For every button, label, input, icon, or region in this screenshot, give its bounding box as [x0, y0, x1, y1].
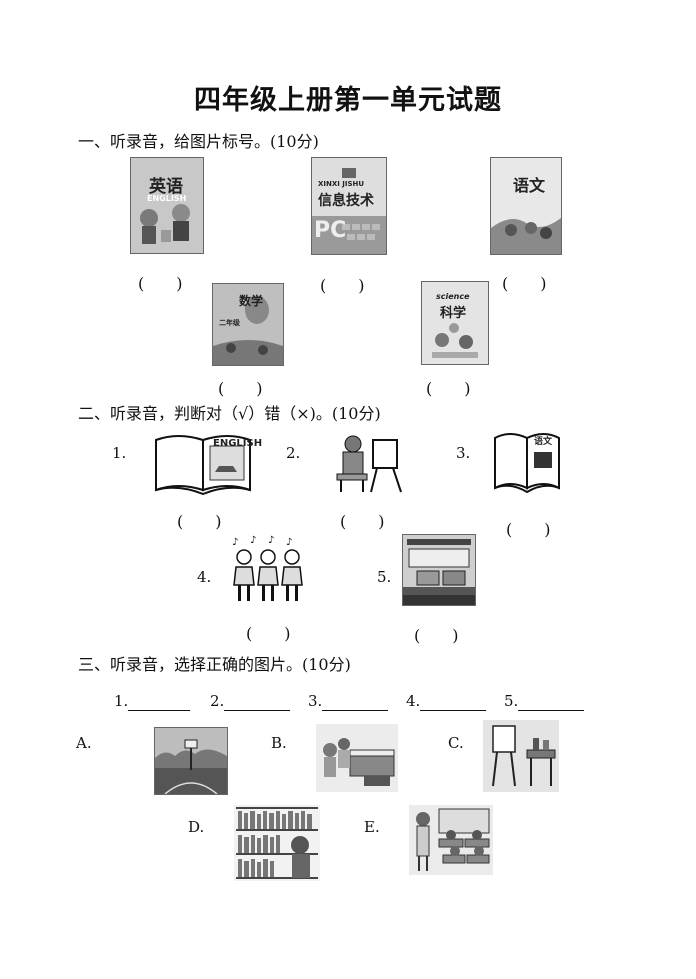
answer-blank-2[interactable]: 2. [210, 692, 291, 711]
answer-paren-1-4: ( ) [218, 379, 263, 398]
answer-paren-1-2: ( ) [320, 276, 365, 295]
item2-5-number: 5. [377, 568, 392, 586]
blank-2-label: 2. [210, 692, 225, 710]
english-book-subtitle: ENGLISH [147, 194, 187, 203]
easel-painting-icon [336, 435, 402, 493]
it-book-cover: XINXI JISHU 信息技术 PC [311, 157, 387, 255]
blank-5-line[interactable] [518, 692, 585, 711]
item2-1-number: 1. [112, 444, 127, 462]
art-room-picture [483, 720, 559, 792]
science-book-cover: science 科学 [421, 281, 489, 365]
blank-5-label: 5. [504, 692, 519, 710]
chinese-book-title: 语文 [513, 176, 546, 195]
it-book-title: 信息技术 [318, 193, 374, 209]
art-room-icon [483, 720, 559, 792]
open-book-icon [155, 435, 251, 496]
blank-3-label: 3. [308, 692, 323, 710]
chinese-book-illustration [491, 158, 561, 254]
answer-paren-2-3: ( ) [506, 520, 551, 539]
it-book-pinyin: XINXI JISHU [318, 180, 365, 188]
option-a-letter: A. [76, 734, 92, 752]
blank-3-line[interactable] [322, 692, 389, 711]
answer-paren-2-1: ( ) [177, 512, 222, 531]
blank-4-label: 4. [406, 692, 421, 710]
item2-3-number: 3. [456, 444, 471, 462]
answer-blank-1[interactable]: 1. [114, 692, 191, 711]
painting-child-picture [333, 430, 405, 496]
open-book-chinese-icon [494, 433, 560, 494]
answer-paren-1-3: ( ) [502, 274, 547, 293]
answer-blank-5[interactable]: 5. [504, 692, 585, 711]
answer-blank-4[interactable]: 4. [406, 692, 487, 711]
it-book-illustration [312, 158, 386, 254]
option-d-letter: D. [188, 818, 205, 836]
open-book-english-label: ENGLISH [213, 438, 263, 449]
answer-paren-2-4: ( ) [246, 624, 291, 643]
chinese-book-open-picture: 语文 [492, 430, 562, 494]
section1-heading: 一、听录音，给图片标号。(10分) [78, 132, 319, 151]
page-title: 四年级上册第一单元试题 [194, 85, 502, 116]
svg-text:♪: ♪ [232, 537, 238, 548]
svg-text:♪: ♪ [250, 535, 256, 546]
item2-4-number: 4. [197, 568, 212, 586]
blank-1-label: 1. [114, 692, 129, 710]
classroom-picture [409, 805, 493, 875]
answer-paren-1-5: ( ) [426, 379, 471, 398]
answer-paren-2-2: ( ) [340, 512, 385, 531]
svg-text:♪: ♪ [268, 535, 274, 546]
item2-2-number: 2. [286, 444, 301, 462]
math-book-title: 数学 [239, 294, 264, 308]
math-book-grade: 二年级 [219, 319, 240, 327]
open-book-chinese-label: 语文 [534, 437, 553, 447]
option-e-letter: E. [364, 818, 380, 836]
singing-children-icon: ♪ ♪ ♪ ♪ [232, 535, 303, 601]
english-book-open-picture: ENGLISH [153, 432, 262, 496]
option-c-letter: C. [448, 734, 464, 752]
music-room-picture [316, 724, 398, 792]
english-book-cover: 英语 ENGLISH [130, 157, 204, 254]
basketball-court-icon [155, 728, 227, 794]
blank-2-line[interactable] [224, 692, 291, 711]
math-book-cover: 数学 二年级 [212, 283, 284, 366]
section2-heading: 二、听录音，判断对（√）错（×)。(10分) [78, 404, 381, 423]
answer-paren-1-1: ( ) [138, 274, 183, 293]
english-book-title: 英语 [149, 177, 183, 197]
answer-paren-2-5: ( ) [414, 626, 459, 645]
blank-1-line[interactable] [128, 692, 191, 711]
option-b-letter: B. [271, 734, 287, 752]
computer-room-icon [403, 535, 475, 605]
music-room-icon [316, 724, 398, 792]
answer-blank-3[interactable]: 3. [308, 692, 389, 711]
blank-4-line[interactable] [420, 692, 487, 711]
basketball-court-picture [154, 727, 228, 795]
singing-children-picture: ♪ ♪ ♪ ♪ [228, 535, 310, 607]
math-book-illustration [213, 284, 283, 365]
english-book-illustration [131, 158, 203, 253]
library-picture [234, 805, 320, 881]
computer-room-picture [402, 534, 476, 606]
svg-text:♪: ♪ [286, 537, 292, 548]
science-book-illustration [422, 282, 488, 364]
section3-heading: 三、听录音，选择正确的图片。(10分) [78, 655, 351, 674]
science-book-en: science [436, 292, 470, 301]
chinese-book-cover: 语文 [490, 157, 562, 255]
library-bookshelf-icon [234, 805, 320, 881]
classroom-icon [409, 805, 493, 875]
it-book-pc: PC [314, 218, 347, 243]
science-book-title: 科学 [440, 306, 467, 321]
